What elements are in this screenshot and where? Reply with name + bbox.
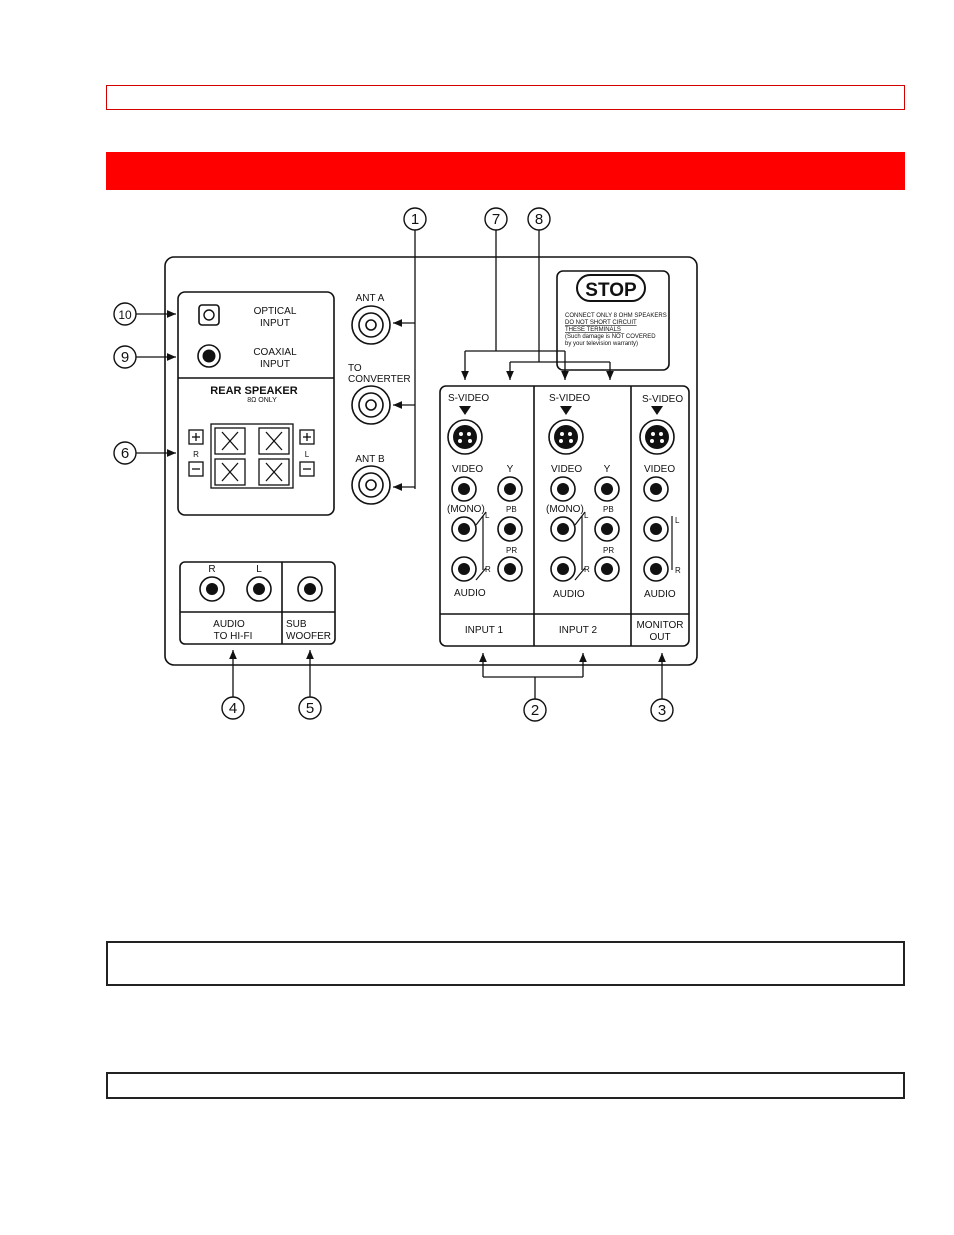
stop-title: STOP [585,280,637,301]
callout-6: 6 [121,445,129,462]
callout-9: 9 [121,349,129,366]
rear-speaker-terminals [188,423,315,489]
optical-input-jack [198,304,220,326]
rca-jacks [199,476,669,602]
monitor-video-label: VIDEO [644,464,675,475]
input2-pb-label: PB [603,505,614,514]
callout-3: 3 [658,702,666,719]
s-video-jacks [447,406,675,455]
coaxial-label-1: COAXIAL [253,347,297,358]
input2-l-label: L [584,511,589,520]
monitor-out-label-1: MONITOR [636,620,683,631]
hifi-l-label: L [256,564,262,575]
callout-8: 8 [535,211,543,228]
input2-audio-label: AUDIO [553,589,585,600]
coaxial-label-2: INPUT [260,359,290,370]
header-frame [106,85,905,110]
input1-y-label: Y [507,464,514,475]
to-converter-label-1: TO [348,363,362,374]
ant-a-label: ANT A [356,293,385,304]
input1-l-label: L [485,511,490,520]
input2-mono-label: (MONO) [546,504,584,515]
monitor-r-label: R [675,566,681,575]
callout-circles [113,207,674,722]
input1-label: INPUT 1 [465,625,504,636]
coaxial-input-jack [197,344,221,368]
ant-b-label: ANT B [355,454,385,465]
audio-hifi-label-1: AUDIO [213,619,245,630]
stop-sign [576,274,646,302]
monitor-l-label: L [675,516,680,525]
callout-5: 5 [306,700,314,717]
callout-4: 4 [229,700,237,717]
input2-label: INPUT 2 [559,625,598,636]
input2-r-label: R [584,565,590,574]
input1-svideo-label: S-VIDEO [448,393,489,404]
input2-pr-label: PR [603,546,614,555]
note-frame [106,941,905,986]
monitor-audio-label: AUDIO [644,589,676,600]
av-input-group [439,385,690,647]
input2-video-label: VIDEO [551,464,582,475]
stop-line-5: by your television warranty) [565,341,638,347]
stop-line-4: (Such damage is NOT COVERED [565,334,656,340]
callout-7: 7 [492,211,500,228]
speaker-r-label: R [193,450,199,459]
input1-r-label: R [485,565,491,574]
sub-woofer-label-1: SUB [286,619,307,630]
monitor-svideo-label: S-VIDEO [642,394,683,405]
sub-woofer-label-2: WOOFER [286,631,331,642]
hifi-r-label: R [208,564,215,575]
audio-input-group [177,291,335,516]
hifi-sub-group [179,561,336,645]
audio-hifi-label-2: TO HI-FI [214,631,253,642]
rear-speaker-sublabel: 8Ω ONLY [247,397,277,404]
antenna-connectors [351,305,391,505]
input1-video-label: VIDEO [452,464,483,475]
stop-line-3: THESE TERMINALS [565,327,621,333]
section-banner [106,152,905,190]
input1-pb-label: PB [506,505,517,514]
to-converter-label-2: CONVERTER [348,374,411,385]
callout-2: 2 [531,702,539,719]
optical-label-2: INPUT [260,318,290,329]
callout-1: 1 [411,211,419,228]
optical-label-1: OPTICAL [254,306,297,317]
callout-10: 10 [118,308,132,322]
rear-panel-outline [164,256,698,666]
stop-line-1: CONNECT ONLY 8 OHM SPEAKERS [565,313,667,319]
monitor-out-label-2: OUT [649,632,670,643]
input1-pr-label: PR [506,546,517,555]
rear-speaker-label: REAR SPEAKER [210,385,297,397]
input2-y-label: Y [604,464,611,475]
input1-mono-label: (MONO) [447,504,485,515]
input2-svideo-label: S-VIDEO [549,393,590,404]
speaker-l-label: L [305,450,310,459]
footer-frame [106,1072,905,1099]
stop-warning-box [556,270,670,371]
stop-line-2: DO NOT SHORT CIRCUIT [565,320,637,326]
input1-audio-label: AUDIO [454,588,486,599]
